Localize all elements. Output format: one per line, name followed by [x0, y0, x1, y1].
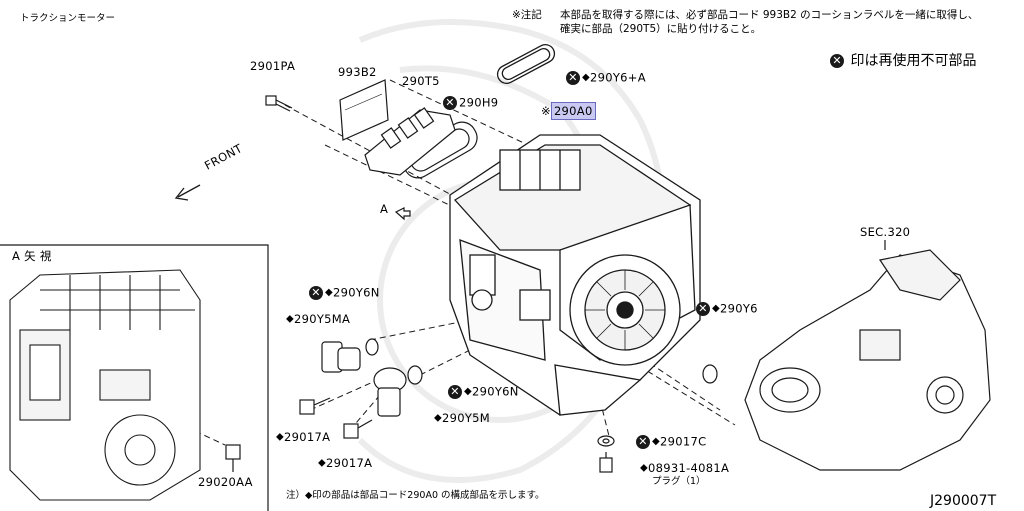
- diamond-icon: ◆: [582, 72, 590, 83]
- fitting-290Y5M: [373, 365, 423, 417]
- diamond-icon: ◆: [325, 287, 333, 298]
- a-view-motor: [9, 269, 201, 501]
- legend-no-reuse: ✕ 印は再使用不可部品: [830, 54, 976, 68]
- x-mark-icon: ✕: [443, 96, 457, 110]
- diamond-icon: ◆: [712, 303, 720, 314]
- page-title: トラクションモーター: [20, 13, 116, 24]
- label-290Y6N-mid[interactable]: ✕◆290Y6N: [448, 385, 519, 399]
- label-290Y5M[interactable]: ◆290Y5M: [434, 411, 491, 425]
- label-plug: プラグ（1）: [652, 476, 706, 487]
- traction-motor: [449, 134, 701, 416]
- bolt-29020AA: [225, 444, 241, 472]
- label-290Y5MA[interactable]: ◆290Y5MA: [286, 312, 351, 326]
- diamond-icon: ◆: [640, 462, 648, 474]
- o-ring-290Y6: [702, 364, 718, 384]
- legend-text: 印は再使用不可部品: [850, 53, 977, 69]
- label-290Y6A[interactable]: ✕◆290Y6+A: [566, 71, 646, 85]
- bolt-29017A-lower: [343, 419, 373, 439]
- label-08931-4081A[interactable]: ◆08931-4081A: [640, 461, 730, 475]
- a-view-frame: [0, 244, 269, 511]
- notice-mark: ※注記: [512, 9, 542, 21]
- notice-line-2: 確実に部品（290T5）に貼り付けること。: [560, 23, 762, 35]
- x-mark-icon: ✕: [636, 435, 650, 449]
- x-mark-icon: ✕: [448, 385, 462, 399]
- x-mark-icon: ✕: [696, 302, 710, 316]
- label-290T5[interactable]: 290T5: [402, 74, 440, 88]
- a-view-title: A 矢 視: [12, 249, 52, 263]
- plug-08931: [599, 452, 613, 473]
- diamond-icon: ◆: [276, 431, 284, 443]
- note-mark: ※: [541, 104, 551, 118]
- label-29020AA[interactable]: 29020AA: [198, 475, 253, 489]
- a-view-arrow: [394, 207, 411, 221]
- cover-290T5: [364, 107, 456, 176]
- x-mark-icon: ✕: [309, 286, 323, 300]
- diamond-icon: ◆: [652, 436, 660, 447]
- diagram-code: J290007T: [930, 493, 997, 509]
- transmission-sec320: [744, 240, 991, 471]
- washer-29017C: [597, 435, 615, 447]
- bolt-2901PA: [265, 95, 293, 112]
- gasket-top: [496, 44, 556, 84]
- label-2901PA[interactable]: 2901PA: [250, 59, 296, 73]
- label-29017A-1[interactable]: ◆29017A: [276, 430, 331, 444]
- diamond-icon: ◆: [464, 386, 472, 397]
- label-290A0[interactable]: ※290A0: [541, 102, 596, 120]
- x-mark-icon: ✕: [566, 71, 580, 85]
- label-290Y6N-top[interactable]: ✕◆290Y6N: [309, 286, 380, 300]
- label-29017C[interactable]: ✕◆29017C: [636, 435, 706, 449]
- diamond-icon: ◆: [286, 313, 294, 325]
- caution-label-993B2: [339, 79, 389, 141]
- notice-line-1: 本部品を取得する際には、必ず部品コード 993B2 のコーションラベルを一緒に取…: [560, 9, 979, 21]
- x-mark-icon: ✕: [830, 54, 844, 68]
- diamond-icon: ◆: [318, 457, 326, 469]
- highlighted-part-number: 290A0: [550, 102, 596, 120]
- bolt-29017A-upper: [299, 397, 331, 415]
- fitting-290Y5MA: [321, 338, 379, 373]
- label-sec320[interactable]: SEC.320: [860, 225, 911, 239]
- front-arrow: [174, 184, 201, 201]
- label-993B2[interactable]: 993B2: [338, 65, 377, 79]
- label-290H9[interactable]: ✕290H9: [443, 96, 498, 110]
- label-29017A-2[interactable]: ◆29017A: [318, 456, 373, 470]
- a-arrow-label: A: [380, 202, 389, 216]
- label-290Y6[interactable]: ✕◆290Y6: [696, 302, 758, 316]
- footer-note: 注）◆印の部品は部品コード290A0 の構成部品を示します。: [286, 490, 545, 501]
- diamond-icon: ◆: [434, 412, 442, 424]
